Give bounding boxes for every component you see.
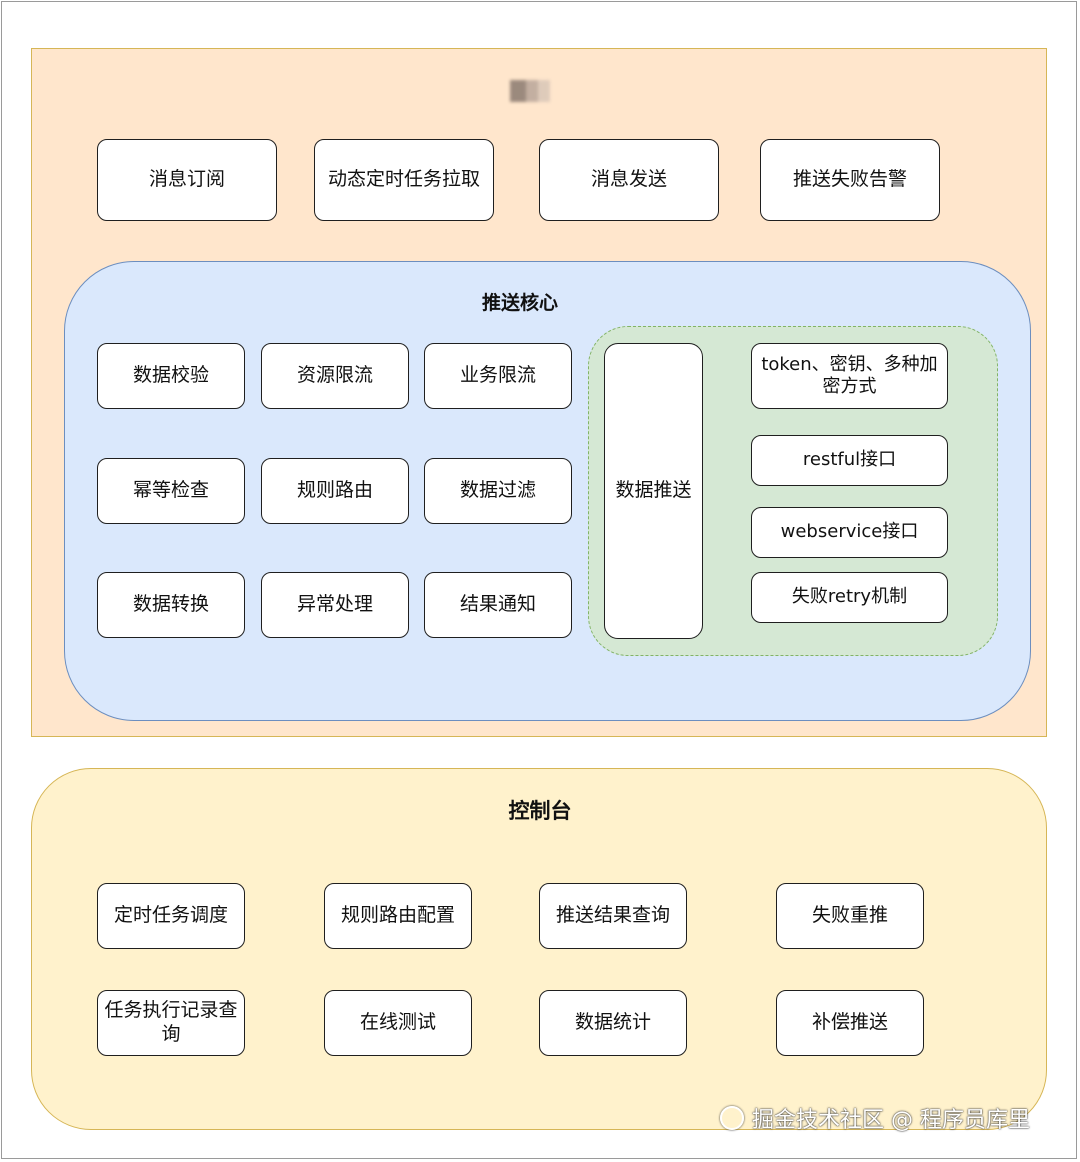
node-data-push: 数据推送 [604, 343, 703, 639]
node-failure-repush: 失败重推 [776, 883, 924, 949]
node-compensation-push: 补偿推送 [776, 990, 924, 1056]
watermark-icon [720, 1106, 744, 1130]
node-webservice-interface: webservice接口 [751, 507, 948, 558]
node-exception-handling: 异常处理 [261, 572, 409, 638]
watermark: 掘金技术社区 @ 程序员库里 [720, 1100, 1060, 1136]
console-title: 控制台 [508, 799, 572, 823]
node-scheduled-task-dispatch: 定时任务调度 [97, 883, 245, 949]
node-rule-routing-config: 规则路由配置 [324, 883, 472, 949]
blurred-logo [510, 80, 550, 102]
node-data-filter: 数据过滤 [424, 458, 572, 524]
push-core-title: 推送核心 [481, 292, 558, 314]
node-retry-mechanism: 失败retry机制 [751, 572, 948, 623]
node-resource-rate-limit: 资源限流 [261, 343, 409, 409]
node-push-failure-alert: 推送失败告警 [760, 139, 940, 221]
node-task-execution-record-query: 任务执行记录查询 [97, 990, 245, 1056]
node-push-result-query: 推送结果查询 [539, 883, 687, 949]
node-restful-interface: restful接口 [751, 435, 948, 486]
node-online-test: 在线测试 [324, 990, 472, 1056]
node-data-statistics: 数据统计 [539, 990, 687, 1056]
node-data-conversion: 数据转换 [97, 572, 245, 638]
node-rule-routing: 规则路由 [261, 458, 409, 524]
node-data-validation: 数据校验 [97, 343, 245, 409]
node-message-subscribe: 消息订阅 [97, 139, 277, 221]
node-dynamic-task-pull: 动态定时任务拉取 [314, 139, 494, 221]
node-token-encryption: token、密钥、多种加密方式 [751, 343, 948, 409]
node-idempotency-check: 幂等检查 [97, 458, 245, 524]
node-business-rate-limit: 业务限流 [424, 343, 572, 409]
node-message-send: 消息发送 [539, 139, 719, 221]
console-container [31, 768, 1047, 1130]
watermark-text: 掘金技术社区 @ 程序员库里 [752, 1108, 1030, 1133]
node-result-notify: 结果通知 [424, 572, 572, 638]
